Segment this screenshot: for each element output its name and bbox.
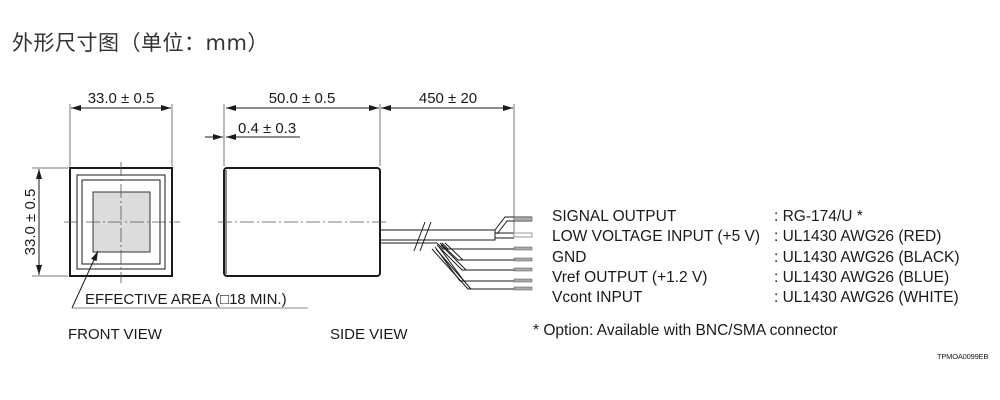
- side-view-label: SIDE VIEW: [330, 326, 408, 343]
- front-view-label: FRONT VIEW: [68, 326, 163, 343]
- wire-row: SIGNAL OUTPUT : RG-174/U *: [552, 207, 960, 227]
- wire-spec: : UL1430 AWG26 (BLUE): [774, 268, 950, 286]
- wire-end: [513, 257, 533, 262]
- break-mark: [419, 221, 432, 252]
- effective-area-label: EFFECTIVE AREA (□18 MIN.): [85, 291, 287, 308]
- side-length-dim: 50.0 ± 0.5: [269, 90, 336, 107]
- side-view: 50.0 ± 0.5 450 ± 20 0.4 ± 0.3: [205, 90, 533, 343]
- front-height-dim: 33.0 ± 0.5: [22, 189, 39, 256]
- wire-end: [513, 232, 533, 238]
- option-footnote: * Option: Available with BNC/SMA connect…: [533, 322, 838, 339]
- break-mark: [413, 221, 426, 252]
- wire-legend: SIGNAL OUTPUT : RG-174/U * LOW VOLTAGE I…: [552, 207, 960, 308]
- wire-function: Vcont INPUT: [552, 289, 643, 307]
- wire-row: Vref OUTPUT (+1.2 V) : UL1430 AWG26 (BLU…: [552, 268, 960, 288]
- wire-spec: : UL1430 AWG26 (RED): [774, 228, 942, 246]
- wire-end: [513, 278, 533, 283]
- cable-bundle: [380, 216, 533, 291]
- wire-end: [513, 246, 533, 251]
- wire-end: [513, 286, 533, 291]
- wire-end: [513, 267, 533, 272]
- page-title: 外形尺寸图（单位：mm）: [12, 31, 269, 55]
- wire-row: GND : UL1430 AWG26 (BLACK): [552, 248, 960, 268]
- wire-spec: : UL1430 AWG26 (BLACK): [774, 248, 960, 266]
- wire-row: Vcont INPUT : UL1430 AWG26 (WHITE): [552, 288, 960, 308]
- front-view: 33.0 ± 0.5 33.0 ± 0.5 EFFECTIVE AREA (□1…: [22, 90, 308, 343]
- wire-function: LOW VOLTAGE INPUT (+5 V): [552, 228, 761, 246]
- wire-spec: : UL1430 AWG26 (WHITE): [774, 289, 959, 307]
- window-thickness-dim: 0.4 ± 0.3: [238, 120, 296, 137]
- wire-function: Vref OUTPUT (+1.2 V): [552, 268, 708, 286]
- wire-function: GND: [552, 248, 587, 266]
- wire-function: SIGNAL OUTPUT: [552, 208, 677, 225]
- coax-jacket: [380, 229, 496, 241]
- cable-length-dim: 450 ± 20: [419, 90, 477, 107]
- drawing-code: TPMOA0099EB: [937, 352, 989, 361]
- effective-area-leader: [71, 250, 99, 309]
- front-width-dim: 33.0 ± 0.5: [88, 90, 155, 107]
- wire-end: [513, 216, 533, 222]
- wire-spec: : RG-174/U *: [774, 208, 863, 225]
- wire-row: LOW VOLTAGE INPUT (+5 V) : UL1430 AWG26 …: [552, 227, 960, 247]
